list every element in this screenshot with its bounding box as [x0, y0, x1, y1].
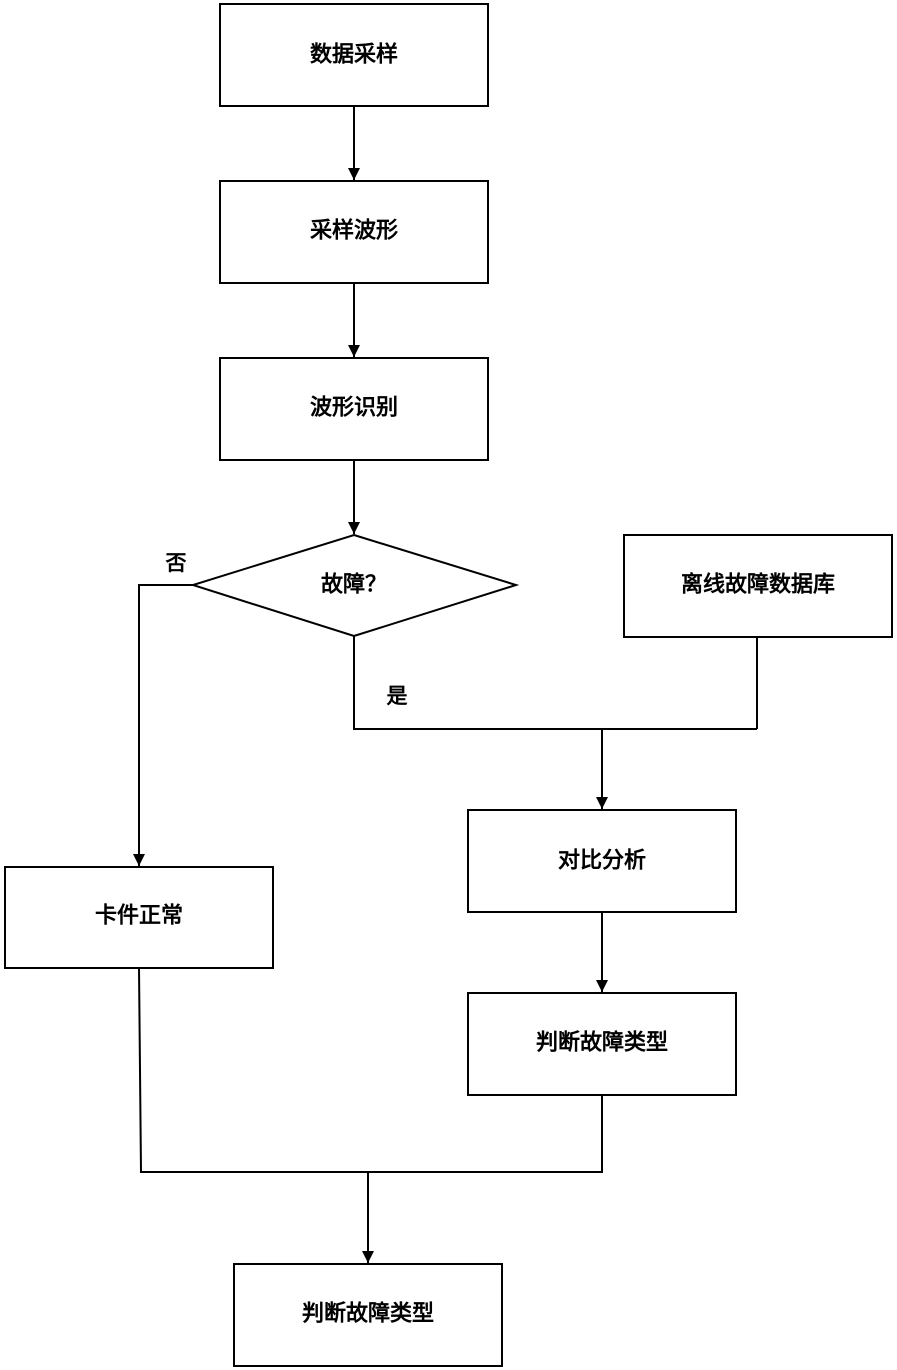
node-waveform-recognition: 波形识别 [219, 357, 489, 461]
arrowhead [133, 854, 145, 866]
arrowhead [348, 345, 360, 357]
node-label: 判断故障类型 [302, 1301, 434, 1327]
arrowhead [348, 522, 360, 534]
arrowhead [596, 980, 608, 992]
edge-label-no: 否 [166, 551, 187, 575]
node-offline-fault-database: 离线故障数据库 [623, 534, 893, 638]
node-sampled-waveform: 采样波形 [219, 180, 489, 284]
node-label: 波形识别 [310, 396, 398, 421]
edge-label-yes: 是 [387, 684, 408, 708]
arrowhead [596, 797, 608, 809]
node-data-sampling: 数据采样 [219, 3, 489, 107]
node-card-normal: 卡件正常 [4, 866, 274, 969]
node-label: 卡件正常 [95, 903, 183, 929]
node-label: 离线故障数据库 [681, 572, 835, 598]
arrowhead [348, 168, 360, 180]
node-label: 采样波形 [310, 218, 398, 244]
connectors [133, 106, 758, 1263]
node-comparative-analysis: 对比分析 [467, 809, 737, 913]
line-normal-down [138, 967, 603, 1173]
node-fault-decision: 故障？ [189, 533, 520, 638]
arrowhead [362, 1251, 374, 1263]
node-label: 对比分析 [558, 849, 646, 874]
node-judge-fault-type-bottom: 判断故障类型 [233, 1263, 503, 1367]
arrow-decision-no-to-normal [138, 584, 193, 866]
node-label: 数据采样 [310, 42, 398, 68]
node-label: 判断故障类型 [536, 1030, 668, 1056]
node-label: 故障？ [321, 572, 387, 598]
node-judge-fault-type-right: 判断故障类型 [467, 992, 737, 1096]
line-decision-yes [353, 636, 757, 730]
